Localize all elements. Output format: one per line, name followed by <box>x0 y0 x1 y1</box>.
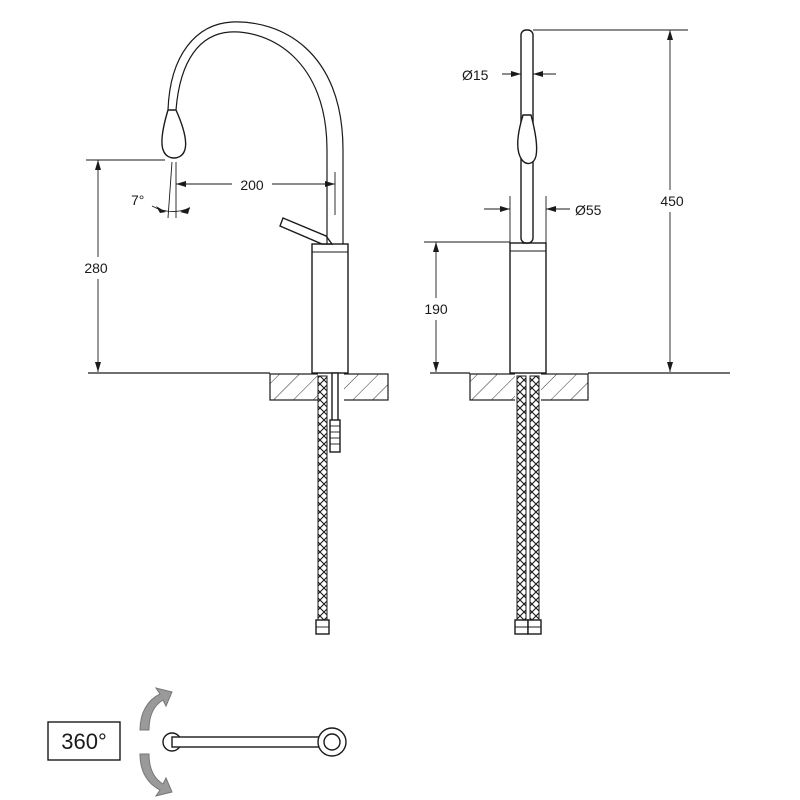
spout-tip <box>161 109 187 159</box>
dim-body-diameter: Ø55 <box>575 202 602 218</box>
dim-body-height: 190 <box>424 301 448 317</box>
rotation-detail: 360° <box>47 687 347 797</box>
dim-spout-diameter: Ø15 <box>462 67 489 83</box>
dim-spout-height: 280 <box>84 260 108 276</box>
spout-arm-top <box>171 736 333 748</box>
body-top-inner <box>323 733 341 751</box>
connector-nut <box>329 419 341 453</box>
braided-hose-front-left <box>516 375 527 621</box>
dim-reach: 200 <box>240 177 264 193</box>
braided-hose-front-right <box>529 375 540 621</box>
side-view: 280 200 7° <box>76 21 389 635</box>
dim-spout-angle: 7° <box>131 192 144 208</box>
curved-rotation-arrows-icon <box>139 687 173 797</box>
front-view: Ø15 Ø55 190 450 <box>416 29 730 635</box>
lever-handle <box>279 217 334 245</box>
braided-hose-side <box>317 375 328 621</box>
dim-total-height: 450 <box>660 193 684 209</box>
spout-gooseneck <box>175 31 328 244</box>
connector-rod <box>331 372 339 424</box>
faucet-body-front <box>509 242 547 374</box>
faucet-body-side <box>311 243 349 374</box>
rotation-label-box <box>47 721 121 761</box>
rotation-label: 360° <box>61 729 107 754</box>
